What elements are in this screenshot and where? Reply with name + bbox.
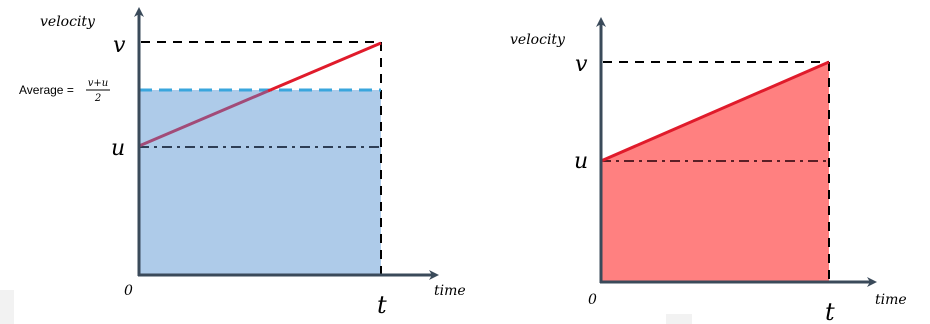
left-v-label: v: [113, 33, 126, 58]
left-y-axis-label: velocity: [40, 14, 96, 30]
right-v-label: v: [575, 52, 588, 77]
left-velocity-line-upper: [267, 41, 382, 93]
left-t-label: t: [377, 291, 387, 319]
average-numerator: v+u: [88, 78, 108, 89]
right-x-axis-label: time: [875, 292, 907, 308]
right-u-label: u: [574, 149, 588, 174]
left-graph: velocity time 0 v u t Average = v+u 2: [19, 7, 466, 319]
left-average-area: [139, 90, 381, 275]
average-prefix: Average =: [19, 83, 74, 97]
faint-corner-mark-bottom: [666, 314, 692, 324]
right-graph: velocity time 0 v u t: [510, 17, 907, 324]
right-velocity-line: [600, 60, 830, 163]
right-y-axis-label: velocity: [510, 32, 566, 48]
right-t-label: t: [825, 298, 835, 324]
left-velocity-line-lower: [138, 89, 269, 148]
right-origin-label: 0: [588, 292, 597, 308]
left-u-label: u: [111, 136, 125, 161]
left-origin-label: 0: [124, 283, 133, 299]
right-displacement-area: [601, 62, 829, 282]
faint-corner-mark-left: [0, 290, 14, 324]
left-x-axis-label: time: [434, 283, 466, 299]
average-formula: Average = v+u 2: [19, 78, 110, 104]
average-denominator: 2: [94, 93, 101, 104]
